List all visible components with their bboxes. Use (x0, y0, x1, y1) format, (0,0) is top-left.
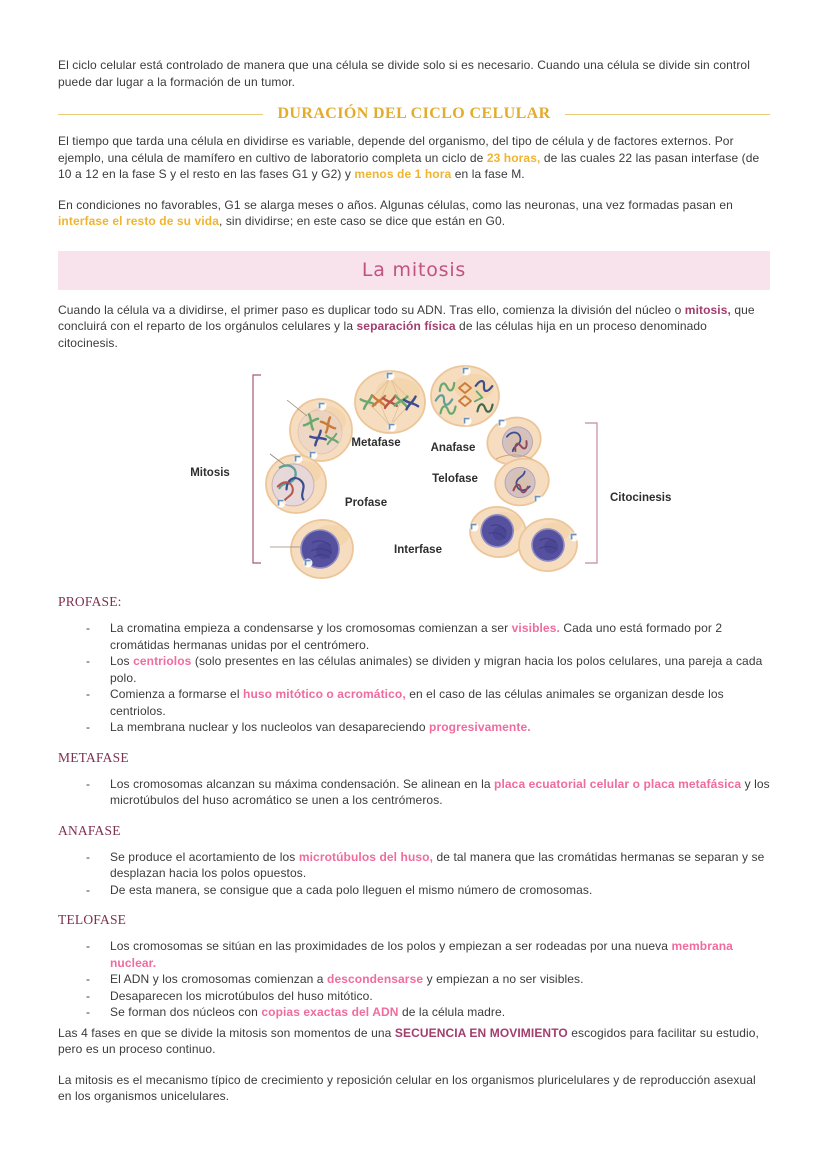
centriole-icon (461, 415, 473, 427)
bullet-item: La membrana nuclear y los nucleolos van … (58, 719, 770, 736)
label-citocinesis: Citocinesis (610, 492, 671, 504)
centriole-icon (460, 365, 472, 377)
mitosis-banner-title: La mitosis (361, 259, 467, 281)
mitosis-cycle-svg: Metafase Anafase Telofase Profase Interf… (190, 365, 671, 579)
label-profase: Profase (345, 497, 387, 509)
centriole-icon (384, 370, 396, 382)
anafase-heading: ANAFASE (58, 822, 121, 838)
label-telofase: Telofase (432, 473, 478, 485)
mitosis-bracket (252, 374, 261, 564)
label-anafase: Anafase (431, 442, 476, 454)
page-content: El ciclo celular está controlado de mane… (0, 0, 828, 1105)
centriole-icon (275, 497, 287, 509)
cell-interfase (270, 519, 354, 579)
cell-anafase (430, 365, 500, 427)
duracion-paragraph-2: En condiciones no favorables, G1 se alar… (58, 197, 733, 229)
intro-paragraph: El ciclo celular está controlado de mane… (58, 58, 750, 89)
centriole-icon (292, 453, 304, 465)
bullet-item: Los centriolos (solo presentes en las cé… (58, 653, 770, 686)
cell-late-profase (286, 398, 353, 462)
bullet-item: El ADN y los cromosomas comienzan a desc… (58, 971, 770, 988)
centriole-icon (496, 417, 508, 429)
telofase-bullet-list: Los cromosomas se sitúan en las proximid… (58, 938, 770, 1021)
closing-paragraph-1: Las 4 fases en que se divide la mitosis … (58, 1025, 759, 1057)
bullet-item: Los cromosomas se sitúan en las proximid… (58, 938, 770, 971)
citocinesis-bracket (585, 422, 598, 564)
cell-profase (265, 453, 327, 514)
telofase-heading: TELOFASE (58, 912, 127, 927)
centriole-icon (302, 557, 314, 569)
section-telofase: TELOFASE Los cromosomas se sitúan en las… (58, 912, 770, 1021)
centriole-icon (468, 521, 480, 533)
section-profase: PROFASE: La cromatina empieza a condensa… (58, 594, 770, 736)
centriole-icon (568, 531, 580, 543)
metafase-heading: METAFASE (58, 749, 129, 765)
mitosis-intro-paragraph: Cuando la célula va a dividirse, el prim… (58, 302, 755, 350)
duracion-heading: DURACIÓN DEL CICLO CELULAR (277, 105, 551, 122)
bullet-item: La cromatina empieza a condensarse y los… (58, 620, 770, 653)
closing-paragraph-2: La mitosis es el mecanismo típico de cre… (58, 1072, 756, 1104)
mitosis-banner: La mitosis (58, 250, 770, 290)
heading-line-right (564, 113, 771, 115)
label-metafase: Metafase (351, 437, 400, 449)
duracion-heading-row: DURACIÓN DEL CICLO CELULAR (58, 105, 771, 123)
bullet-item: Se produce el acortamiento de los microt… (58, 849, 770, 882)
heading-line-left (58, 113, 264, 115)
profase-bullet-list: La cromatina empieza a condensarse y los… (58, 620, 770, 736)
centriole-icon (386, 421, 398, 433)
mitosis-cycle-figure: Metafase Anafase Telofase Profase Interf… (150, 365, 770, 580)
bullet-item: Se forman dos núcleos con copias exactas… (58, 1004, 770, 1021)
bullet-item: Comienza a formarse el huso mitótico o a… (58, 686, 770, 719)
section-anafase: ANAFASE Se produce el acortamiento de lo… (58, 823, 770, 899)
cell-metafase (354, 370, 426, 434)
bullet-item: De esta manera, se consigue que a cada p… (58, 882, 770, 899)
label-interfase: Interfase (394, 544, 442, 556)
bullet-item: Los cromosomas alcanzan su máxima conden… (58, 776, 770, 809)
bullet-item: Desaparecen los microtúbulos del huso mi… (58, 988, 770, 1005)
metafase-bullet-list: Los cromosomas alcanzan su máxima conden… (58, 776, 770, 809)
cell-telofase (486, 416, 550, 507)
centriole-icon (532, 493, 544, 505)
anafase-bullet-list: Se produce el acortamiento de los microt… (58, 849, 770, 899)
profase-heading: PROFASE: (58, 594, 122, 609)
duracion-paragraph-1: El tiempo que tarda una célula en dividi… (58, 134, 760, 181)
centriole-icon (316, 400, 328, 412)
cell-daughters (468, 506, 580, 572)
label-mitosis: Mitosis (190, 467, 230, 479)
section-metafase: METAFASE Los cromosomas alcanzan su máxi… (58, 750, 770, 809)
